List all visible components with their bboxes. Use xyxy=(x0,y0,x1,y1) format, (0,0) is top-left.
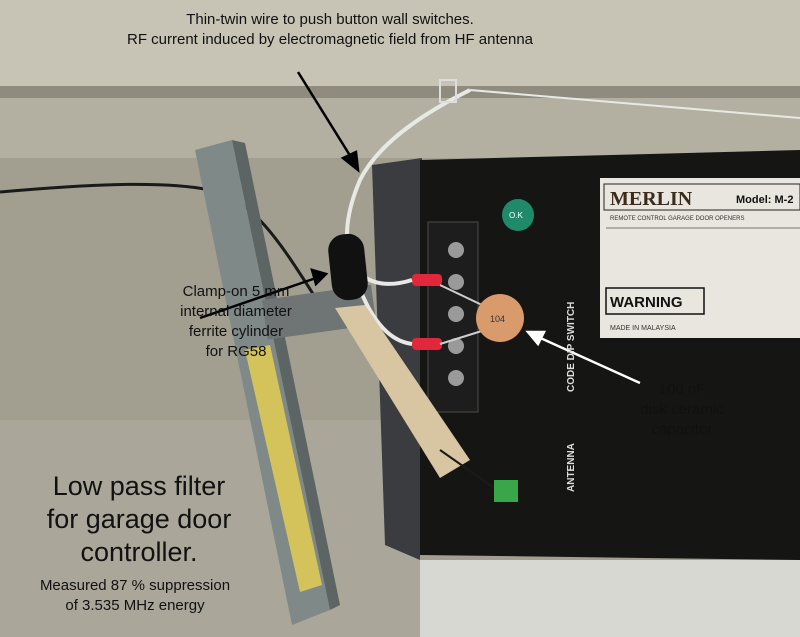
ferrite-caption-line: Clamp-on 5 mm xyxy=(182,283,290,300)
ferrite-arrow xyxy=(199,276,317,320)
wire-caption-line: Thin-twin wire to push button wall switc… xyxy=(186,11,474,28)
terminal-screw xyxy=(448,338,464,354)
floor-light-area xyxy=(420,560,800,637)
measurement-note: Measured 87 % suppression of 3.535 MHz e… xyxy=(10,576,260,616)
wire-caption: Thin-twin wire to push button wall switc… xyxy=(50,10,610,50)
tag-string xyxy=(439,449,501,493)
terminal-screw xyxy=(448,242,464,258)
main-title: Low pass filter for garage door controll… xyxy=(14,470,264,569)
capacitor-caption-line: capacitor xyxy=(651,421,713,438)
capacitor-arrow-white xyxy=(535,334,641,385)
red-connector xyxy=(412,338,442,350)
terminal-screw xyxy=(448,274,464,290)
ferrite-arrowhead xyxy=(310,268,329,287)
ferrite-caption-line: for RG58 xyxy=(205,343,267,360)
ferrite-caption: Clamp-on 5 mm internal diameter ferrite … xyxy=(136,282,336,362)
model-text: Model: M-2 xyxy=(736,194,793,206)
wire-arrow xyxy=(296,71,356,163)
warning-text: WARNING xyxy=(610,294,683,311)
ferrite-caption-line: ferrite cylinder xyxy=(188,323,284,340)
made-in-text: MADE IN MALAYSIA xyxy=(610,325,676,332)
upper-wall xyxy=(0,98,800,158)
title-line: Low pass filter xyxy=(52,471,226,501)
brand-subtitle: REMOTE CONTROL GARAGE DOOR OPENERS xyxy=(610,216,744,222)
antenna-label: ANTENNA xyxy=(566,443,577,492)
paper-tag xyxy=(335,305,470,478)
lower-wall xyxy=(0,420,420,637)
ok-sticker xyxy=(502,199,534,231)
beam-shadow xyxy=(0,86,800,98)
capacitor-caption-line: disk ceramic xyxy=(640,401,724,418)
capacitor-lead xyxy=(439,329,486,345)
callout-arrows xyxy=(199,71,641,385)
wire-caption-line: RF current induced by electromagnetic fi… xyxy=(126,31,534,48)
wire-hook xyxy=(439,79,457,103)
terminal-screw xyxy=(448,306,464,322)
terminal-screw xyxy=(448,370,464,386)
capacitor-marking: 104 xyxy=(490,314,505,324)
brand-box xyxy=(603,183,800,211)
red-connector xyxy=(412,274,442,286)
bracket-edge xyxy=(232,140,340,610)
ferrite-caption-line: internal diameter xyxy=(180,303,292,320)
capacitor-lead xyxy=(439,284,483,306)
title-line: for garage door xyxy=(46,504,232,534)
measurement-line: Measured 87 % suppression xyxy=(39,577,231,594)
brand-text: MERLIN xyxy=(610,188,693,210)
twin-wire xyxy=(345,88,471,286)
wire-arrowhead xyxy=(340,150,360,173)
capacitor-caption-line: 100 nF xyxy=(658,381,706,398)
ok-sticker-text: O.K xyxy=(509,211,523,220)
antenna-terminal xyxy=(494,480,518,502)
ceiling-beam xyxy=(0,0,800,92)
measurement-line: of 3.535 MHz energy xyxy=(65,597,205,614)
title-line: controller. xyxy=(80,537,198,567)
twin-wire-ceiling xyxy=(469,89,800,119)
warning-box xyxy=(605,287,705,315)
capacitor-disk xyxy=(476,294,524,342)
code-switch-label: CODE DIP SWITCH xyxy=(566,302,577,392)
capacitor-caption: 100 nF disk ceramic capacitor xyxy=(612,380,752,440)
tape-measure xyxy=(245,345,322,592)
ferrite-cylinder xyxy=(328,233,368,301)
